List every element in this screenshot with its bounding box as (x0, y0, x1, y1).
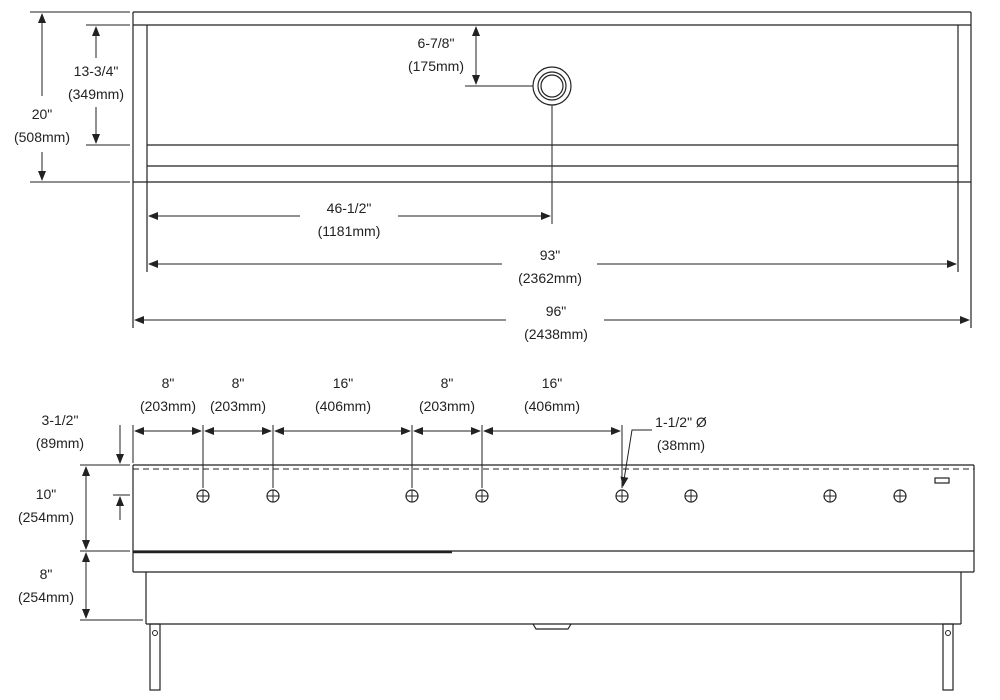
faucet-hole-1 (196, 489, 210, 503)
top-view: 20" (508mm) 13-3/4" (349mm) 6-7/8" (175m… (14, 11, 972, 342)
spacing-2-metric: (203mm) (210, 398, 266, 414)
dim-inner-length: 93" (2362mm) (148, 247, 957, 286)
dim-top-offset: 3-1/2" (89mm) (36, 412, 130, 520)
bowl-depth-imperial: 8" (40, 566, 53, 582)
backsplash-height-imperial: 10" (36, 486, 57, 502)
dim-overall-length: 96" (2438mm) (134, 303, 970, 342)
hole-diameter-metric: (38mm) (657, 437, 705, 453)
drain-center-imperial: 46-1/2" (327, 200, 372, 216)
spacing-4-metric: (203mm) (419, 398, 475, 414)
spacing-5-metric: (406mm) (524, 398, 580, 414)
dim-bowl-depth: 8" (254mm) (18, 552, 143, 621)
backsplash-height-metric: (254mm) (18, 509, 74, 525)
drain-offset-imperial: 6-7/8" (418, 35, 455, 51)
spacing-3-imperial: 16" (333, 375, 354, 391)
faucet-hole-8 (893, 489, 907, 503)
inner-length-imperial: 93" (540, 247, 561, 263)
front-view: 8" (203mm) 8" (203mm) 16" (406mm) 8" (20… (18, 375, 975, 691)
faucet-hole-2 (266, 489, 280, 503)
bowl-depth-metric: (254mm) (18, 589, 74, 605)
dim-drain-setback: 13-3/4" (349mm) (68, 24, 130, 146)
dim-drain-center: 46-1/2" (1181mm) (148, 200, 551, 239)
drain-setback-metric: (349mm) (68, 86, 124, 102)
drain-fitting (465, 66, 572, 224)
dim-backsplash-height: 10" (254mm) (18, 464, 130, 552)
inner-length-metric: (2362mm) (518, 270, 582, 286)
spacing-3-metric: (406mm) (315, 398, 371, 414)
support-legs (149, 623, 954, 691)
trough-front-outline (132, 464, 975, 630)
dim-hole-spacings: 8" (203mm) 8" (203mm) 16" (406mm) 8" (20… (132, 375, 623, 488)
overall-length-metric: (2438mm) (524, 326, 588, 342)
drain-offset-metric: (175mm) (408, 58, 464, 74)
drain-center-metric: (1181mm) (318, 223, 381, 239)
spacing-2-imperial: 8" (232, 375, 245, 391)
faucet-hole-7 (823, 489, 837, 503)
spacing-4-imperial: 8" (441, 375, 454, 391)
drain-setback-imperial: 13-3/4" (74, 63, 119, 79)
top-offset-imperial: 3-1/2" (42, 412, 79, 428)
overall-length-imperial: 96" (546, 303, 567, 319)
spacing-1-imperial: 8" (162, 375, 175, 391)
spacing-5-imperial: 16" (542, 375, 563, 391)
faucet-hole-3 (405, 489, 419, 503)
faucet-hole-4 (475, 489, 489, 503)
dim-overall-depth: 20" (508mm) (14, 11, 130, 183)
overall-depth-imperial: 20" (32, 106, 53, 122)
faucet-hole-5 (615, 489, 629, 503)
dim-drain-offset: 6-7/8" (175mm) (408, 26, 480, 85)
dim-hole-diameter: 1-1/2" Ø (38mm) (620, 414, 707, 487)
spacing-1-metric: (203mm) (140, 398, 196, 414)
hole-diameter-imperial: 1-1/2" Ø (655, 414, 707, 430)
overall-depth-metric: (508mm) (14, 129, 70, 145)
faucet-hole-6 (684, 489, 698, 503)
faucet-holes (196, 489, 907, 503)
top-offset-metric: (89mm) (36, 435, 84, 451)
